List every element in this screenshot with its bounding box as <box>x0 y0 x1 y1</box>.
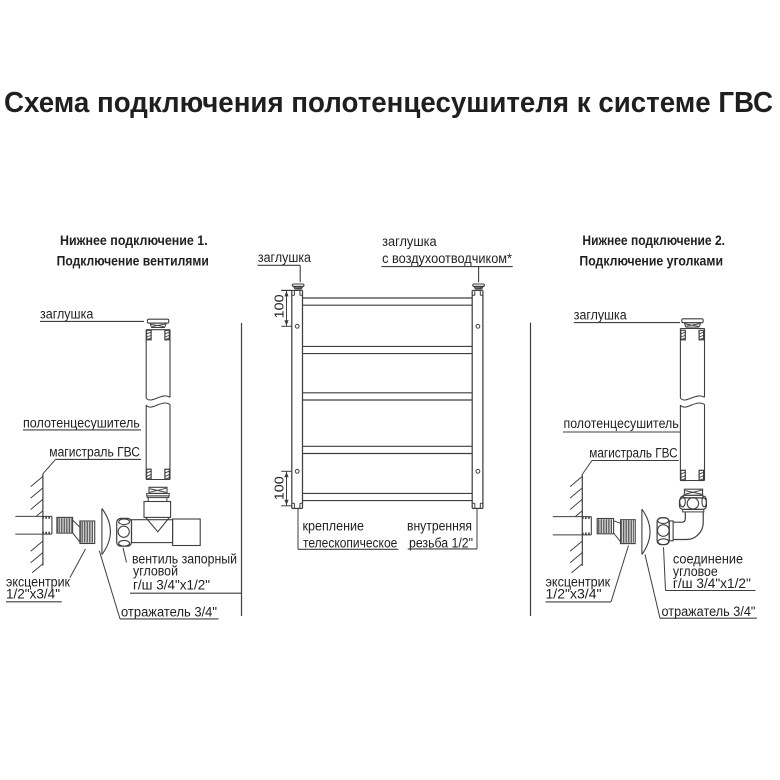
svg-text:Нижнее подключение 1.: Нижнее подключение 1. <box>60 233 208 248</box>
svg-text:соединение: соединение <box>673 552 743 567</box>
svg-text:крепление: крепление <box>303 518 365 533</box>
svg-text:угловое: угловое <box>673 564 718 579</box>
svg-text:1/2"х3/4": 1/2"х3/4" <box>546 587 602 602</box>
svg-text:100: 100 <box>272 294 287 318</box>
svg-text:резьба 1/2": резьба 1/2" <box>409 535 473 550</box>
svg-text:г/ш 3/4"х1/2": г/ш 3/4"х1/2" <box>673 576 751 591</box>
svg-text:эксцентрик: эксцентрик <box>6 574 70 589</box>
svg-text:Схема подключения полотенцесуш: Схема подключения полотенцесушителя к си… <box>4 87 773 119</box>
svg-text:заглушка: заглушка <box>574 307 627 322</box>
svg-text:полотенцесушитель: полотенцесушитель <box>23 416 140 431</box>
svg-text:эксцентрик: эксцентрик <box>546 574 611 589</box>
svg-text:магистраль ГВС: магистраль ГВС <box>49 445 140 460</box>
svg-text:угловой: угловой <box>133 564 178 579</box>
svg-text:внутренняя: внутренняя <box>407 518 472 533</box>
svg-text:100: 100 <box>272 476 287 500</box>
svg-text:отражатель 3/4": отражатель 3/4" <box>662 604 756 619</box>
svg-text:с воздухоотводчиком*: с воздухоотводчиком* <box>382 251 513 266</box>
svg-text:Подключение вентилями: Подключение вентилями <box>57 253 209 268</box>
svg-text:г/ш 3/4"х1/2": г/ш 3/4"х1/2" <box>133 578 210 593</box>
svg-text:заглушка: заглушка <box>258 250 312 265</box>
svg-text:заглушка: заглушка <box>382 234 437 249</box>
svg-text:Нижнее подключение 2.: Нижнее подключение 2. <box>582 233 725 248</box>
svg-text:заглушка: заглушка <box>40 306 94 321</box>
svg-text:полотенцесушитель: полотенцесушитель <box>564 416 679 431</box>
svg-text:1/2"х3/4": 1/2"х3/4" <box>6 587 60 602</box>
svg-text:вентиль запорный: вентиль запорный <box>132 551 237 566</box>
svg-text:отражатель 3/4": отражатель 3/4" <box>121 604 217 619</box>
svg-text:Подключение уголками: Подключение уголками <box>579 253 723 268</box>
svg-text:магистраль ГВС: магистраль ГВС <box>589 445 678 460</box>
svg-text:телескопическое: телескопическое <box>303 535 397 550</box>
